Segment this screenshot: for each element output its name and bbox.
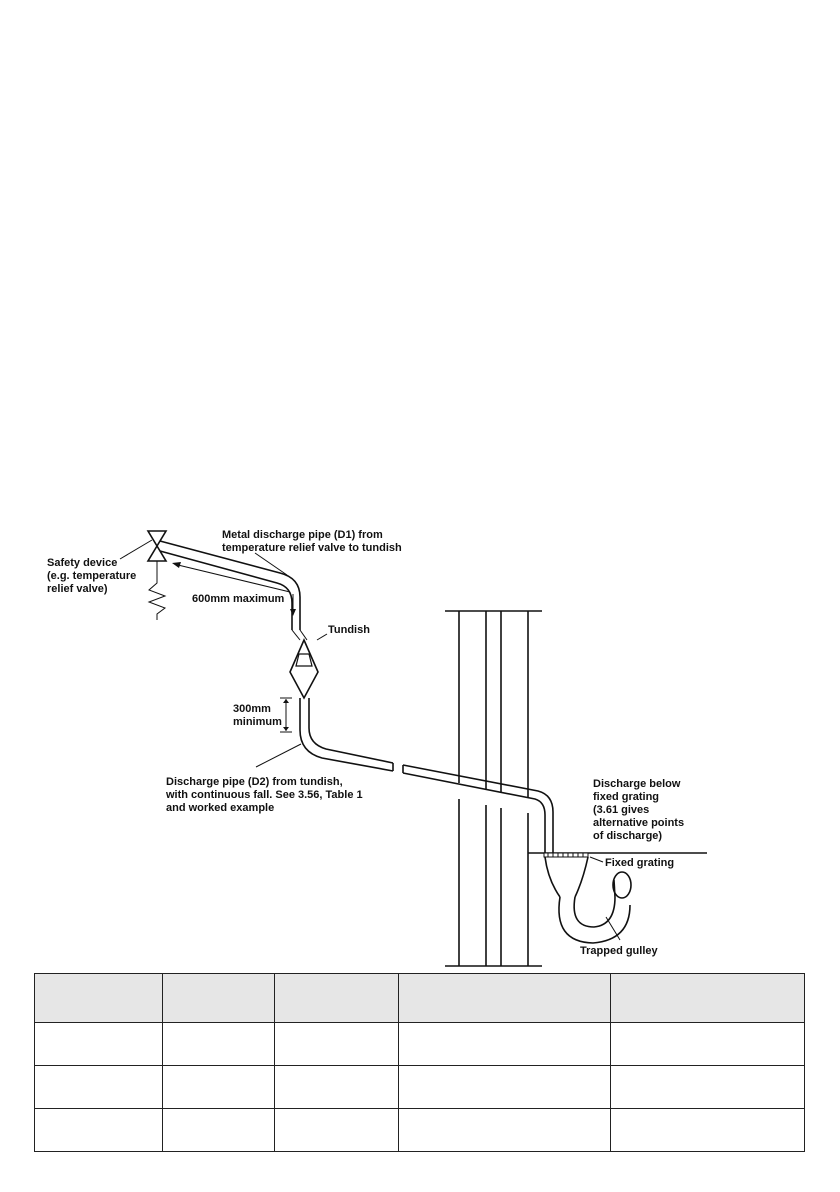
label-600mm-maximum: 600mm maximum <box>192 593 285 605</box>
leader-lines <box>119 539 621 941</box>
fixed-grating <box>543 852 589 858</box>
table-cell <box>162 1108 275 1152</box>
table-cell <box>34 1108 163 1152</box>
table-cell <box>610 1022 805 1066</box>
label-safety-device: Safety device (e.g. temperature relief v… <box>47 557 139 595</box>
label-discharge-pipe-d2: Discharge pipe (D2) from tundish, with c… <box>165 776 366 814</box>
table-header-cell <box>398 973 611 1023</box>
label-trapped-gulley: Trapped gulley <box>580 945 659 957</box>
table-header-cell <box>162 973 275 1023</box>
table-header-cell <box>274 973 399 1023</box>
label-discharge-below-grating: Discharge below fixed grating (3.61 give… <box>593 778 687 842</box>
table-cell <box>274 1022 399 1066</box>
table-row <box>34 1022 805 1066</box>
ground-and-gulley <box>528 852 707 944</box>
table-cell <box>274 1065 399 1109</box>
wall-section <box>445 610 542 967</box>
table-cell <box>398 1065 611 1109</box>
label-300mm-minimum: 300mm minimum <box>233 703 282 728</box>
label-metal-discharge-pipe: Metal discharge pipe (D1) from temperatu… <box>222 529 402 554</box>
table-cell <box>162 1022 275 1066</box>
table-header-cell <box>610 973 805 1023</box>
data-table <box>34 973 805 1152</box>
table-cell <box>34 1022 163 1066</box>
table-cell <box>398 1022 611 1066</box>
table-row <box>34 1108 805 1152</box>
table-cell <box>610 1065 805 1109</box>
table-row <box>34 1065 805 1109</box>
table-header-row <box>34 973 805 1023</box>
table-cell <box>34 1065 163 1109</box>
table-cell <box>162 1065 275 1109</box>
discharge-pipe-d2 <box>299 698 554 853</box>
label-fixed-grating: Fixed grating <box>605 857 674 869</box>
length-300mm-dimension <box>280 697 292 733</box>
table-cell <box>274 1108 399 1152</box>
tundish <box>289 629 328 700</box>
safety-valve-symbol <box>146 530 168 620</box>
metal-discharge-pipe-d1 <box>159 540 301 630</box>
length-600mm-dimension <box>172 562 296 616</box>
label-tundish: Tundish <box>328 624 370 636</box>
table-cell <box>610 1108 805 1152</box>
table-header-cell <box>34 973 163 1023</box>
table-cell <box>398 1108 611 1152</box>
